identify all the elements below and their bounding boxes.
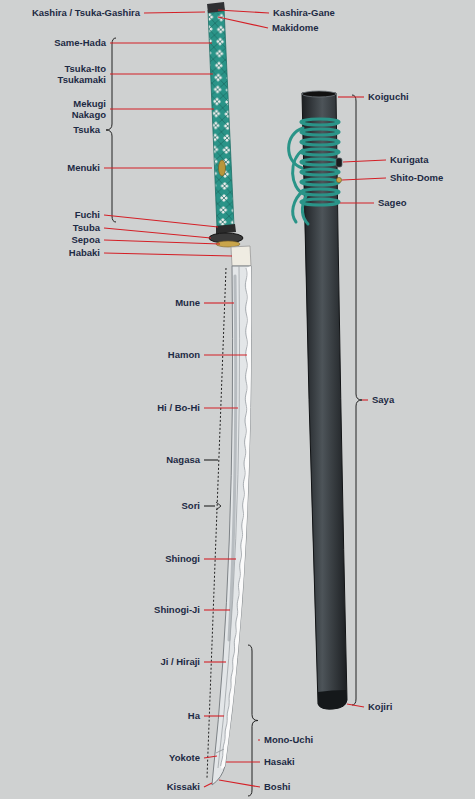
nagasa-dotted-line [207, 268, 226, 778]
sageo-loop [289, 128, 303, 168]
sageo-wrap [301, 129, 339, 135]
leader-line [226, 761, 260, 762]
tsuka-handle [208, 8, 234, 228]
part-label: Kashira / Tsuka-Gashira [32, 7, 140, 18]
sori-mark [216, 502, 221, 510]
sageo-wrap [301, 119, 339, 125]
shinogi-ridge [218, 266, 240, 768]
bracket [106, 38, 116, 222]
bracket [248, 645, 258, 796]
part-label: Mono-Uchi [264, 734, 313, 745]
part-label: Ha [188, 710, 200, 721]
part-label: Shinogi [165, 553, 200, 564]
menuki-ornament [219, 160, 226, 176]
part-label: Sageo [378, 197, 407, 208]
leader-line [104, 240, 220, 244]
part-label: Hamon [168, 349, 200, 360]
leader-line [104, 215, 218, 227]
leader-line [204, 783, 212, 787]
leader-line [204, 407, 238, 408]
sageo-loop [293, 150, 304, 194]
leader-line [110, 73, 213, 74]
part-label: Boshi [264, 781, 290, 792]
sageo-wrap [301, 149, 339, 155]
leader-line [347, 704, 364, 707]
leader-line [110, 108, 214, 109]
part-label: Hi / Bo-Hi [157, 402, 200, 413]
leader-line [340, 202, 374, 203]
leader-line [110, 42, 212, 43]
part-label: Makidome [272, 22, 318, 33]
leader-line [218, 10, 269, 13]
part-label: Koiguchi [368, 91, 409, 102]
kojiri-end [318, 690, 347, 709]
sageo-loop [302, 196, 308, 224]
part-label: Tsuba [73, 222, 100, 233]
leader-line [204, 661, 226, 662]
part-label: Sepoa [71, 234, 100, 245]
part-label: Saya [372, 394, 394, 405]
leader-line [362, 399, 368, 400]
part-label: Tsuka [73, 124, 100, 135]
bracket [352, 95, 362, 705]
leader-line [144, 12, 205, 13]
leader-line [204, 609, 230, 610]
leader-line [343, 160, 386, 162]
leader-line [219, 780, 260, 787]
leader-line [204, 715, 224, 716]
kashira-cap [207, 2, 225, 13]
sageo-wrap [301, 179, 339, 185]
sageo-wrap [301, 159, 339, 165]
part-label: Same-Hada [54, 37, 106, 48]
part-label: Mune [175, 297, 200, 308]
shito-dome-ring [336, 177, 341, 182]
sageo-wrap [301, 199, 339, 205]
leader-line [258, 739, 260, 740]
leader-line [204, 756, 217, 758]
part-label: Shinogi-Ji [154, 604, 200, 615]
part-label: Ji / Hiraji [160, 656, 200, 667]
leader-line [338, 96, 364, 97]
part-label: Habaki [69, 247, 100, 258]
leader-line [342, 178, 386, 180]
part-label: Mekugi Nakago [58, 98, 106, 121]
bo-hi-groove [229, 276, 236, 640]
sageo-wrap [301, 169, 339, 175]
part-label: Kashira-Gane [273, 7, 335, 18]
habaki-collar [231, 246, 251, 266]
sageo-wrap [301, 139, 339, 145]
leader-line [204, 459, 218, 460]
part-label: Nagasa [166, 454, 200, 465]
leader-line [204, 302, 234, 303]
leader-line [104, 253, 232, 256]
part-label: Hasaki [264, 756, 295, 767]
part-label: Kissaki [167, 781, 200, 792]
leader-line [204, 505, 215, 506]
leader-line [218, 17, 268, 28]
bracket [106, 38, 362, 796]
sageo-wrap [301, 189, 339, 195]
part-label: Kojiri [368, 701, 392, 712]
part-label: Tsuka-Ito Tsukamaki [48, 63, 106, 86]
part-label: Sori [182, 500, 200, 511]
leader-line [204, 354, 247, 355]
leader-line [204, 558, 236, 559]
part-label: Menuki [67, 162, 100, 173]
blade [212, 266, 251, 785]
leader-line [104, 228, 211, 238]
kurigata-knob [336, 158, 342, 167]
part-label: Shito-Dome [390, 172, 443, 183]
leader-line [104, 167, 212, 168]
sageo-cord [289, 119, 339, 224]
hamon-line [221, 268, 248, 766]
koiguchi-mouth [302, 91, 336, 97]
saya-scabbard [302, 93, 347, 709]
part-label: Fuchi [75, 209, 100, 220]
part-label: Kurigata [390, 154, 429, 165]
part-label: Yokote [169, 752, 200, 763]
